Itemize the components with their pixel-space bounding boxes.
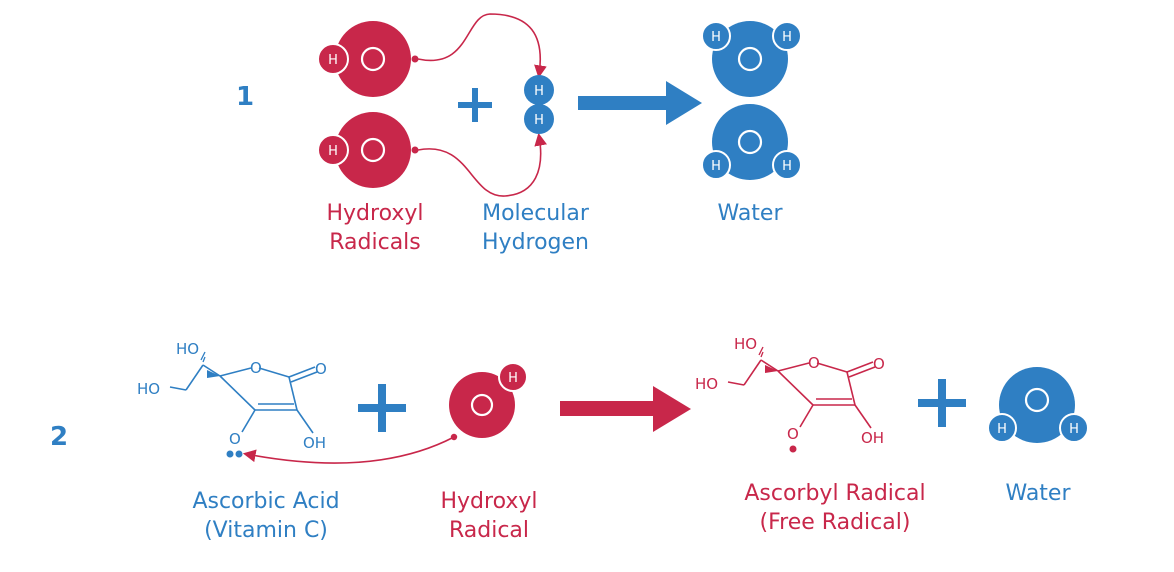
hydrogen-atom-label: H [534, 113, 544, 128]
hydrogen-atom-label: H [1069, 422, 1079, 437]
ascorbic-acid-groups: HO HO O O OH O [137, 340, 327, 452]
electron-arrow-bottom [417, 132, 547, 197]
electron-dot [226, 450, 234, 458]
anion-oxygen-label: O [229, 430, 241, 448]
hydrogen-atom-label: H [782, 159, 792, 174]
ascorbyl-radical-label-line1: Ascorbyl Radical [744, 481, 926, 506]
wedge-bond [765, 365, 778, 373]
ascorbyl-groups: HO HO O O OH O [695, 335, 885, 447]
plus-sign-1 [458, 88, 492, 122]
ascorbic-acid-structure [169, 364, 318, 434]
reaction-arrow-1 [578, 81, 702, 125]
hydroxyl-radical-label: Hydroxyl Radical [424, 487, 554, 545]
reaction-number-1: 1 [236, 82, 255, 112]
plus-sign-3 [918, 379, 966, 427]
ho-group-label: HO [734, 335, 757, 353]
radical-oxygen-label: O [787, 425, 799, 443]
hydroxyl-radicals-label: Hydroxyl Radicals [310, 199, 440, 257]
oh-group-label: OH [861, 429, 884, 447]
oh-group-label: OH [303, 434, 326, 452]
plus-sign-2 [358, 384, 406, 432]
hydrogen-atom-label: H [508, 371, 518, 386]
hydroxyl-radical-top: H [317, 21, 419, 97]
radical-dot [789, 445, 797, 453]
molecular-hydrogen-label-line2: Hydrogen [482, 230, 589, 255]
ascorbic-acid-hash-bond [200, 351, 206, 363]
molecular-hydrogen-label: Molecular Hydrogen [468, 199, 603, 257]
hydroxyl-radical-label-line2: Radical [448, 518, 530, 543]
wedge-bond [207, 370, 220, 378]
ring-oxygen-label: O [808, 354, 820, 372]
water-molecule-top: H H [701, 21, 802, 97]
hydroxyl-radicals-label-line1: Hydroxyl [326, 201, 424, 226]
hydrogen-atom-label: H [328, 144, 338, 159]
ascorbic-acid-label: Ascorbic Acid (Vitamin C) [168, 487, 364, 545]
carbonyl-oxygen-label: O [315, 360, 327, 378]
hydrogen-atom-label: H [711, 159, 721, 174]
hydrogen-atom-label: H [782, 30, 792, 45]
molecular-hydrogen: H H [524, 75, 554, 134]
ascorbic-acid-label-line1: Ascorbic Acid [192, 489, 340, 514]
hydrogen-atom-label: H [997, 422, 1007, 437]
reaction-number-2: 2 [50, 422, 69, 452]
water-label-1: Water [717, 201, 783, 226]
hydroxyl-radical-bottom: H [317, 112, 419, 188]
molecular-hydrogen-label-line1: Molecular [482, 201, 589, 226]
hydroxyl-radicals-label-line2: Radicals [329, 230, 421, 255]
ring-oxygen-label: O [250, 359, 262, 377]
electron-arrow-2 [242, 436, 455, 464]
ascorbyl-radical-label: Ascorbyl Radical (Free Radical) [715, 479, 955, 537]
electron-dot [235, 450, 243, 458]
water-molecule-bottom: H H [701, 104, 802, 180]
ascorbic-acid-label-line2: (Vitamin C) [204, 518, 328, 543]
hydrogen-atom-label: H [534, 84, 544, 99]
water-label-2: Water [1005, 481, 1071, 506]
ascorbyl-radical-structure [727, 359, 876, 429]
carbonyl-oxygen-label: O [873, 355, 885, 373]
electron-arrow-top [417, 13, 547, 79]
water-molecule: H H [987, 367, 1089, 443]
ho-group-label: HO [695, 375, 718, 393]
ascorbyl-radical-label-line2: (Free Radical) [759, 510, 911, 535]
hydroxyl-radical-label-line1: Hydroxyl [440, 489, 538, 514]
reaction-arrow-2 [560, 386, 691, 432]
hydrogen-atom-label: H [711, 30, 721, 45]
ho-group-label: HO [176, 340, 199, 358]
ascorbyl-hash-bond [758, 346, 764, 358]
hydroxyl-radical: H [449, 362, 528, 441]
ho-group-label: HO [137, 380, 160, 398]
hydrogen-atom-label: H [328, 53, 338, 68]
